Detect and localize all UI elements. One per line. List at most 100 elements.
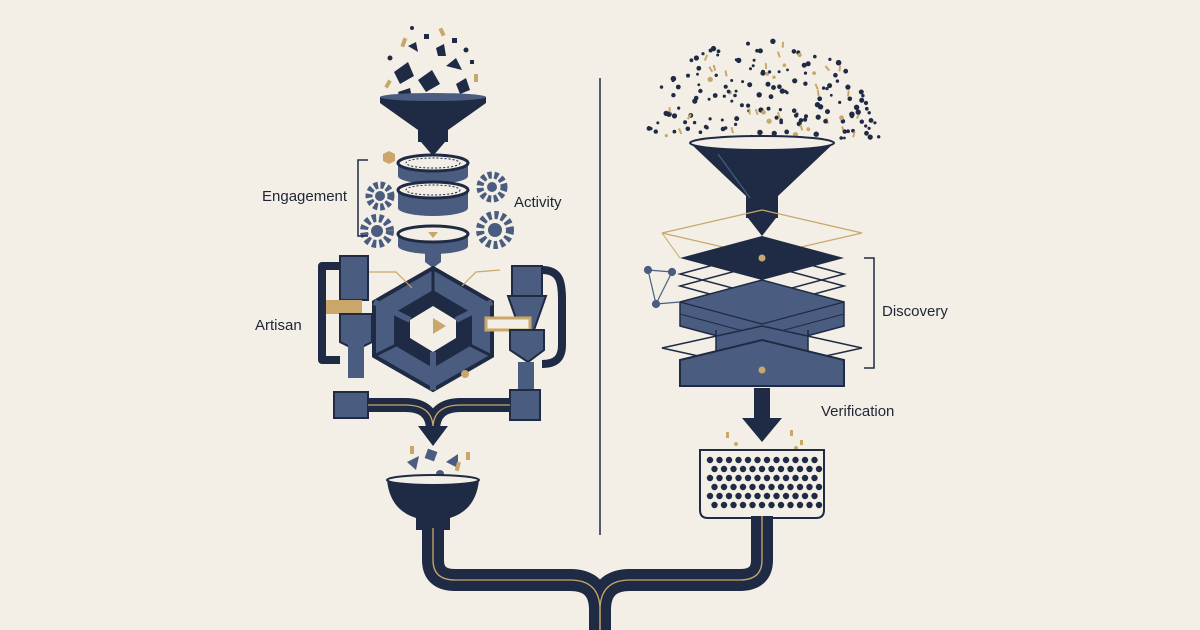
- particle: [720, 118, 724, 122]
- intake-funnel-large: [689, 135, 835, 236]
- tray-dot: [725, 474, 733, 482]
- right-pipeline: [643, 38, 881, 519]
- particle: [707, 97, 711, 101]
- particle: [689, 58, 694, 63]
- label-discovery: Discovery: [882, 303, 948, 320]
- particle: [734, 122, 738, 126]
- particle: [734, 116, 740, 122]
- tray-dot: [758, 465, 766, 473]
- particle: [766, 118, 772, 124]
- particle: [722, 94, 726, 98]
- particle-cloud: [646, 38, 881, 145]
- particle: [791, 108, 797, 113]
- tray-dot: [768, 483, 775, 491]
- particle: [859, 119, 864, 124]
- particle: [798, 118, 804, 123]
- particle: [839, 136, 843, 140]
- particle: [797, 52, 802, 58]
- tray-dot: [796, 501, 804, 509]
- output-arrow-head: [742, 418, 782, 442]
- particle: [786, 68, 789, 72]
- particle: [782, 63, 787, 67]
- particle: [839, 115, 844, 121]
- particle: [791, 49, 797, 54]
- particle: [747, 82, 753, 88]
- tray-dot: [801, 474, 809, 482]
- hex-accent-icon: [383, 151, 395, 164]
- particle: [838, 100, 842, 104]
- particle: [817, 96, 823, 102]
- label-verification: Verification: [821, 403, 895, 420]
- tray-dot: [768, 465, 775, 473]
- tray-dot: [792, 492, 799, 500]
- tray-dot: [787, 465, 794, 473]
- particle: [686, 73, 690, 78]
- tray-dot: [711, 465, 718, 473]
- tray-dot: [801, 492, 809, 500]
- particle: [812, 71, 816, 75]
- particle: [803, 81, 808, 86]
- particle: [772, 75, 776, 79]
- sieve-disk-2: [396, 180, 470, 216]
- particle: [801, 62, 807, 68]
- tray-dot: [806, 501, 813, 509]
- particle: [693, 55, 700, 61]
- particle: [754, 108, 759, 116]
- particle: [733, 93, 737, 98]
- tray-dot: [777, 501, 785, 509]
- tray-dot: [801, 456, 809, 464]
- left-pipeline: [318, 26, 566, 530]
- tray-dot: [806, 483, 813, 491]
- particle: [777, 70, 781, 74]
- particle: [774, 131, 777, 135]
- hex-connector: [425, 248, 441, 268]
- tray-dot: [754, 474, 761, 482]
- label-artisan: Artisan: [255, 317, 302, 334]
- particle: [656, 121, 660, 125]
- particle: [697, 83, 701, 87]
- gear-icon: [365, 181, 395, 211]
- particle: [716, 53, 720, 57]
- particle: [708, 117, 712, 121]
- particle: [714, 73, 718, 78]
- particle: [867, 126, 871, 130]
- tray-dot: [730, 483, 737, 491]
- tray-dot: [763, 492, 771, 500]
- particle: [730, 79, 734, 82]
- particle: [777, 84, 782, 89]
- particle: [792, 78, 798, 84]
- particle: [698, 130, 703, 134]
- particle: [741, 80, 745, 84]
- particle: [756, 92, 762, 98]
- particle: [778, 108, 783, 112]
- particle: [823, 119, 828, 124]
- output-arrow-shaft: [754, 388, 770, 418]
- particle: [847, 90, 850, 97]
- particle: [761, 110, 766, 115]
- particle: [670, 75, 677, 82]
- particle: [671, 93, 676, 98]
- particle: [734, 89, 738, 93]
- tray-dot: [782, 492, 790, 500]
- sample-tray: [699, 449, 825, 519]
- particle: [698, 88, 703, 94]
- particle: [813, 131, 819, 137]
- particle: [816, 89, 820, 97]
- tray-dot: [758, 501, 766, 509]
- particle: [833, 72, 838, 78]
- particle: [712, 64, 717, 72]
- particle: [693, 95, 699, 101]
- particle: [771, 85, 776, 90]
- tray-dot: [739, 501, 747, 509]
- tray-dot: [815, 465, 823, 473]
- collector-bowl: [386, 474, 480, 530]
- particle: [739, 103, 744, 108]
- particle: [877, 135, 881, 139]
- tray-dot: [730, 465, 737, 473]
- particle: [760, 70, 766, 76]
- particle: [805, 61, 811, 67]
- tray-dot: [749, 483, 756, 491]
- particle: [749, 67, 752, 71]
- tray-dot: [811, 474, 818, 482]
